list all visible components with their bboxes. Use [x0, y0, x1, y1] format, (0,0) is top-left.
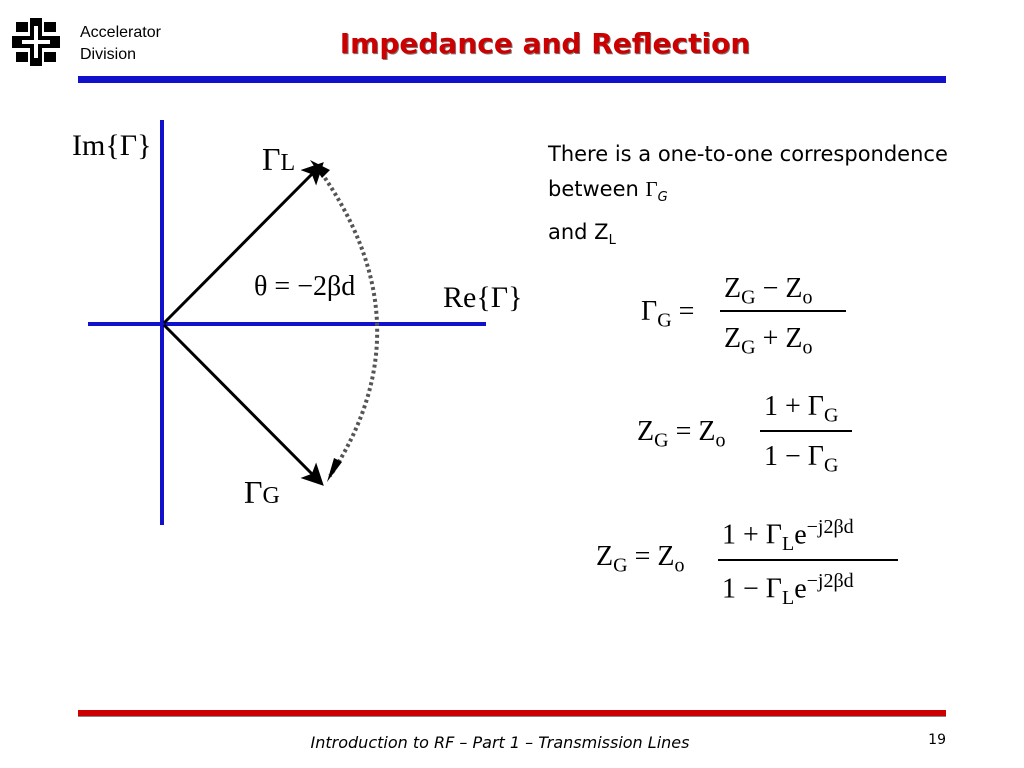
footer-divider — [78, 710, 946, 716]
eq3-mid: = Z — [627, 541, 675, 572]
header-divider — [78, 76, 946, 83]
eq1-den-z: Z — [724, 323, 742, 354]
theta-label: θ = −2βd — [254, 271, 355, 302]
equation-1-fraction-bar — [720, 310, 846, 312]
eq2-mid: = Z — [668, 416, 716, 447]
description-gamma: Γ — [645, 177, 658, 201]
gamma-g-label: ΓG — [244, 474, 280, 510]
eq2-z: Z — [637, 416, 655, 447]
eq3-mid-sub: o — [674, 554, 685, 577]
description-gamma-subscript: G — [657, 190, 668, 206]
equation-3-denominator: 1 − ΓLe−j2βd — [722, 570, 854, 610]
footer-text: Introduction to RF – Part 1 – Transmissi… — [310, 733, 690, 752]
eq1-den-sub2: o — [802, 336, 813, 359]
eq3-num-sub: L — [781, 532, 795, 555]
description-part-2: and Z — [548, 220, 609, 245]
rotation-arc-head-top — [310, 160, 330, 178]
eq3-z-sub: G — [613, 554, 628, 577]
eq1-den-sub1: G — [741, 336, 756, 359]
gamma-l-vector — [162, 162, 324, 325]
equation-2-numerator: 1 + ΓG — [764, 391, 838, 428]
gamma-l-subscript: L — [281, 150, 296, 176]
imaginary-axis-label: Im{Γ} — [72, 129, 151, 162]
eq2-z-sub: G — [654, 429, 669, 452]
org-line-1: Accelerator — [80, 24, 161, 41]
equation-1-denominator: ZG + Zo — [724, 323, 812, 360]
org-line-2: Division — [80, 46, 137, 63]
gamma-g-subscript: G — [263, 483, 280, 509]
eq3-num: 1 + Γ — [722, 519, 782, 551]
eq1-num-sub2: o — [802, 286, 813, 309]
eq2-den-sub: G — [823, 454, 839, 477]
equation-2-lhs: ZG = Zo — [637, 416, 725, 453]
equation-3-numerator: 1 + ΓLe−j2βd — [722, 516, 854, 556]
description-z-subscript: L — [608, 233, 616, 249]
organization-label: Accelerator Division — [80, 22, 161, 66]
eq1-num-sub1: G — [741, 286, 756, 309]
gamma-g-symbol: Γ — [244, 474, 263, 510]
eq1-equals: = — [678, 296, 695, 327]
eq1-gamma-sub: G — [657, 309, 672, 332]
fermilab-logo — [12, 18, 60, 66]
eq2-num: 1 + Γ — [764, 391, 824, 422]
eq2-mid-sub: o — [715, 429, 726, 452]
equation-3-lhs: ZG = Zo — [596, 541, 684, 578]
eq1-num-z: Z — [724, 273, 742, 304]
eq3-num-exp: −j2βd — [806, 516, 854, 538]
equation-3-fraction-bar — [718, 559, 898, 561]
gamma-l-symbol: Γ — [262, 141, 281, 177]
page-number: 19 — [928, 732, 946, 748]
eq2-den: 1 − Γ — [764, 441, 824, 472]
eq1-num-op: − Z — [755, 273, 803, 304]
eq3-den: 1 − Γ — [722, 573, 782, 605]
equation-1-numerator: ZG − Zo — [724, 273, 812, 310]
eq2-num-sub: G — [823, 404, 839, 427]
equation-2-fraction-bar — [760, 430, 852, 432]
equation-1-lhs: ΓG = — [641, 296, 694, 333]
rotation-arc-head-bottom — [327, 458, 342, 482]
eq3-den-sub: L — [781, 586, 795, 609]
eq3-z: Z — [596, 541, 614, 572]
real-axis-label: Re{Γ} — [443, 281, 522, 314]
rotation-arc — [316, 166, 380, 478]
equation-2-denominator: 1 − ΓG — [764, 441, 838, 478]
description-part-1: There is a one-to-one correspondence bet… — [548, 142, 948, 201]
eq1-den-op: + Z — [755, 323, 803, 354]
gamma-g-vector — [162, 323, 324, 486]
description-text: There is a one-to-one correspondence bet… — [548, 137, 948, 258]
footer-divider-shadow — [78, 716, 946, 717]
eq1-gamma: Γ — [641, 296, 658, 327]
page-title: Impedance and Reflection — [339, 27, 751, 60]
eq3-num-e: e — [794, 519, 807, 551]
eq3-den-exp: −j2βd — [806, 570, 854, 592]
gamma-l-label: ΓL — [262, 141, 295, 177]
eq3-den-e: e — [794, 573, 807, 605]
